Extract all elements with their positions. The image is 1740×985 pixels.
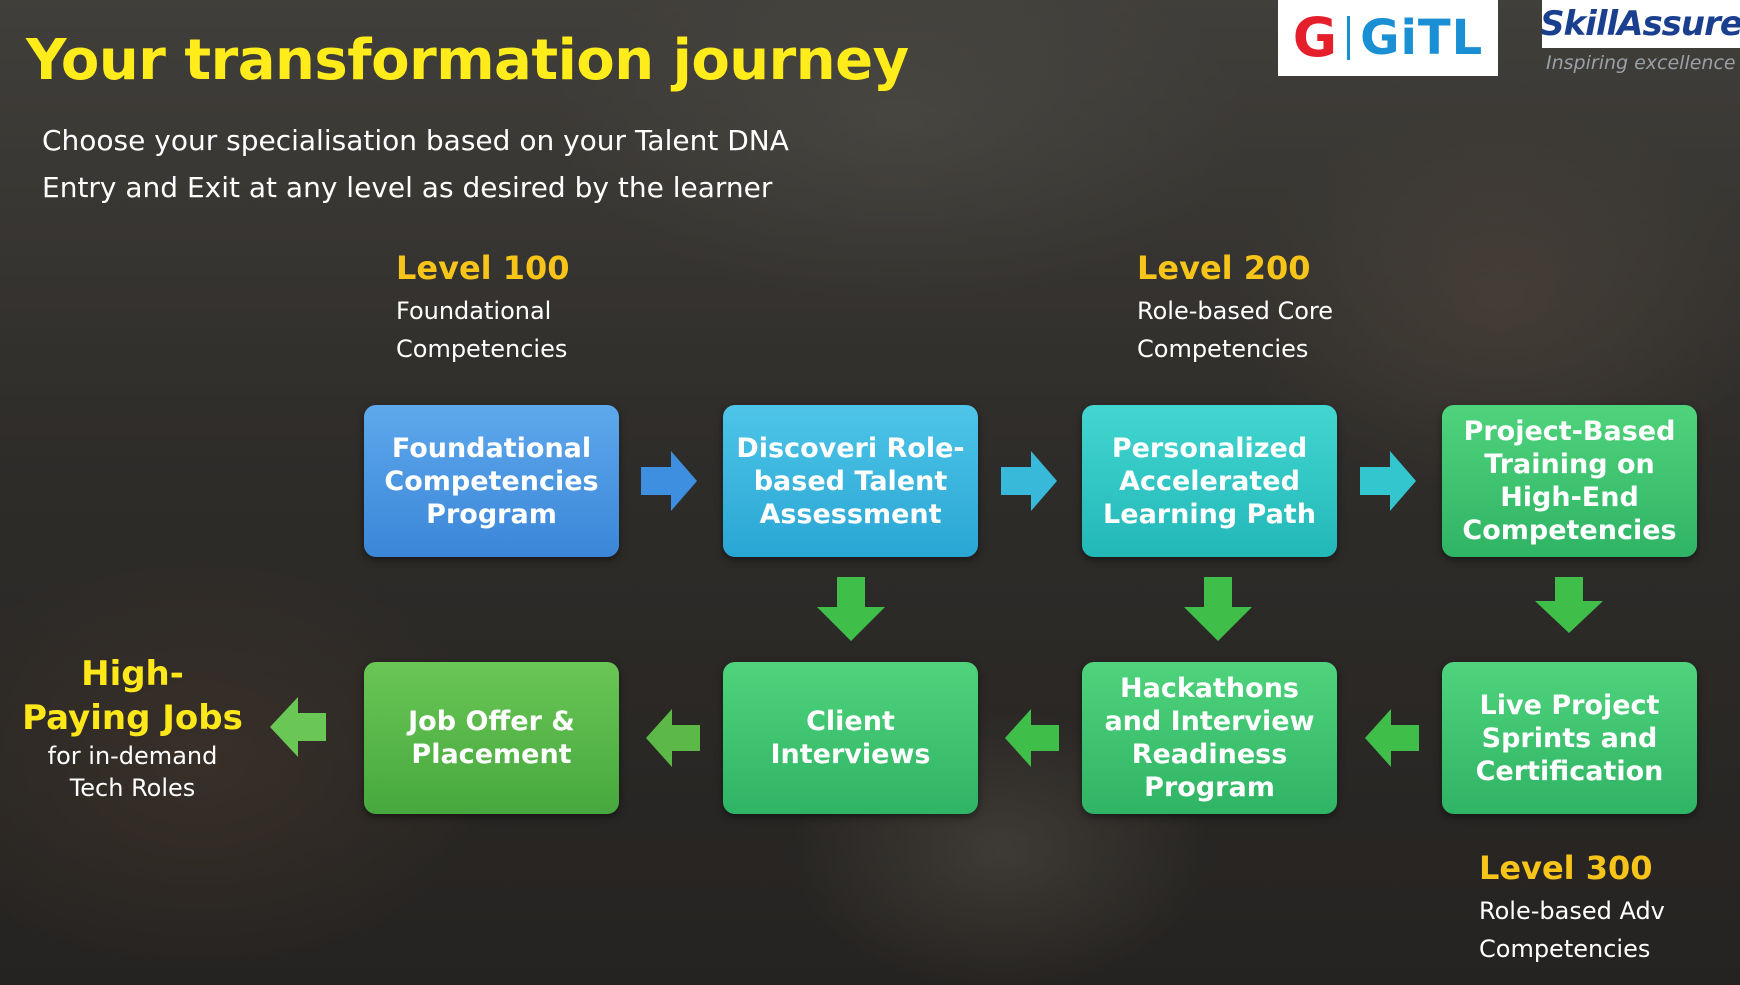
arrow-right-icon <box>1360 451 1416 511</box>
level-300-line-2: Competencies <box>1479 935 1651 963</box>
step-client-interviews: Client Interviews <box>723 662 978 814</box>
step-foundational-program: Foundational Competencies Program <box>364 405 619 557</box>
gitl-logo-text: GiTL <box>1360 10 1484 66</box>
arrow-down-icon <box>817 577 885 641</box>
step-job-offer: Job Offer & Placement <box>364 662 619 814</box>
arrow-right-icon <box>1001 451 1057 511</box>
gitl-logo: G GiTL <box>1278 0 1498 76</box>
level-200-description: Role-based Core Competencies <box>1137 292 1397 368</box>
level-200-line-1: Role-based Core <box>1137 297 1333 325</box>
step-live-project: Live Project Sprints and Certification <box>1442 662 1697 814</box>
level-100-description: Foundational Competencies <box>396 292 656 368</box>
skillassure-tagline: Inspiring excellence <box>1546 52 1736 74</box>
level-100-title: Level 100 <box>396 249 570 287</box>
arrow-left-icon <box>1365 709 1419 767</box>
arrow-left-icon <box>270 697 326 757</box>
subtitle-line-1: Choose your specialisation based on your… <box>42 124 789 157</box>
level-100-line-2: Competencies <box>396 335 568 363</box>
arrow-right-icon <box>641 451 697 511</box>
step-project-training: Project-Based Training on High-End Compe… <box>1442 405 1697 557</box>
gitl-logo-mark: G <box>1292 6 1338 69</box>
level-300-description: Role-based Adv Competencies <box>1479 892 1739 968</box>
outcome-jobs: High-Paying Jobs for in-demand Tech Role… <box>20 652 245 804</box>
level-200-title: Level 200 <box>1137 249 1311 287</box>
level-100-line-1: Foundational <box>396 297 552 325</box>
step-talent-assessment: Discoveri Role-based Talent Assessment <box>723 405 978 557</box>
subtitle-line-2: Entry and Exit at any level as desired b… <box>42 171 773 204</box>
step-hackathons: Hackathons and Interview Readiness Progr… <box>1082 662 1337 814</box>
gitl-logo-divider <box>1347 16 1351 60</box>
page-title: Your transformation journey <box>26 28 909 93</box>
outcome-highlight: High-Paying Jobs <box>22 654 243 738</box>
level-200-line-2: Competencies <box>1137 335 1309 363</box>
step-learning-path: Personalized Accelerated Learning Path <box>1082 405 1337 557</box>
outcome-text: for in-demand Tech Roles <box>47 742 218 802</box>
level-300-title: Level 300 <box>1479 849 1653 887</box>
arrow-down-icon <box>1535 577 1603 633</box>
arrow-down-icon <box>1184 577 1252 641</box>
level-300-line-1: Role-based Adv <box>1479 897 1665 925</box>
arrow-left-icon <box>646 709 700 767</box>
arrow-left-icon <box>1005 709 1059 767</box>
skillassure-logo: SkillAssure <box>1542 0 1740 48</box>
